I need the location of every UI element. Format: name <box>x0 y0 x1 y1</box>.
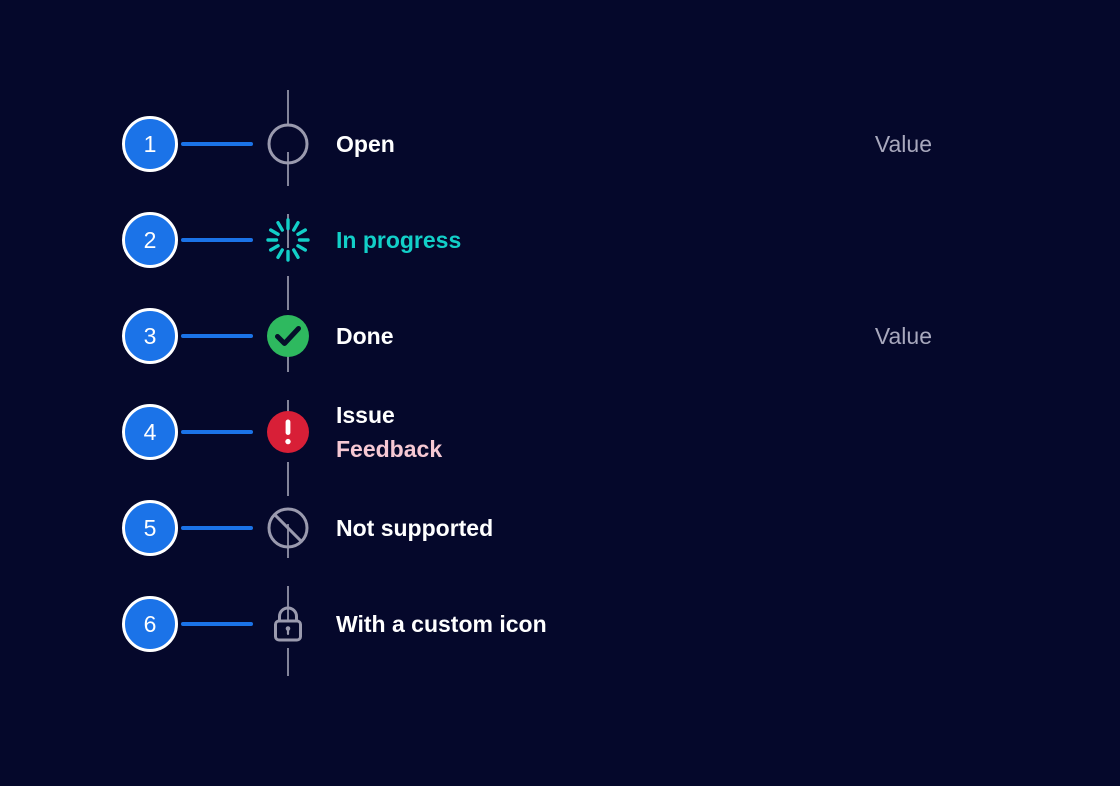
done-check-circle-icon[interactable] <box>264 312 312 360</box>
badge-connector-line <box>181 238 253 242</box>
row-value: Value <box>874 130 932 157</box>
issue-exclamation-circle-icon[interactable] <box>264 408 312 456</box>
badge-connector-line <box>181 526 253 530</box>
step-number-badge[interactable]: 2 <box>122 212 178 268</box>
step-number-badge[interactable]: 6 <box>122 596 178 652</box>
badge-connector-line <box>181 334 253 338</box>
step-number-badge[interactable]: 1 <box>122 116 178 172</box>
badge-connector-line <box>181 622 253 626</box>
status-label: Issue <box>336 402 395 428</box>
in-progress-spinner-icon[interactable] <box>264 216 312 264</box>
status-label: In progress <box>336 227 462 253</box>
status-label: Not supported <box>336 515 494 541</box>
timeline-row[interactable]: 4 Issue Feedback <box>0 384 1120 480</box>
step-number-badge[interactable]: 3 <box>122 308 178 364</box>
lock-icon[interactable] <box>264 600 312 648</box>
step-number-badge[interactable]: 5 <box>122 500 178 556</box>
timeline-row[interactable]: 3 Done Value <box>0 288 1120 384</box>
step-number-badge[interactable]: 4 <box>122 404 178 460</box>
row-label-group: Issue Feedback <box>336 384 442 480</box>
row-label-group: Not supported <box>336 480 493 576</box>
timeline-row[interactable]: 6 With a custom icon <box>0 576 1120 672</box>
timeline-row[interactable]: 1 Open Value <box>0 96 1120 192</box>
row-value: Value <box>874 322 932 349</box>
row-label-group: With a custom icon <box>336 576 547 672</box>
status-label: Open <box>336 131 395 157</box>
timeline-row[interactable]: 5 Not supported <box>0 480 1120 576</box>
not-supported-slash-circle-icon[interactable] <box>264 504 312 552</box>
row-label-group: Done <box>336 288 394 384</box>
badge-connector-line <box>181 430 253 434</box>
row-label-group: Open <box>336 96 395 192</box>
open-circle-icon[interactable] <box>264 120 312 168</box>
row-label-group: In progress <box>336 192 461 288</box>
timeline-dashed-rail <box>287 90 289 676</box>
timeline-row[interactable]: 2 In progr <box>0 192 1120 288</box>
status-label: Done <box>336 323 394 349</box>
badge-connector-line <box>181 142 253 146</box>
status-label: With a custom icon <box>336 611 547 637</box>
status-sublabel: Feedback <box>336 436 443 462</box>
